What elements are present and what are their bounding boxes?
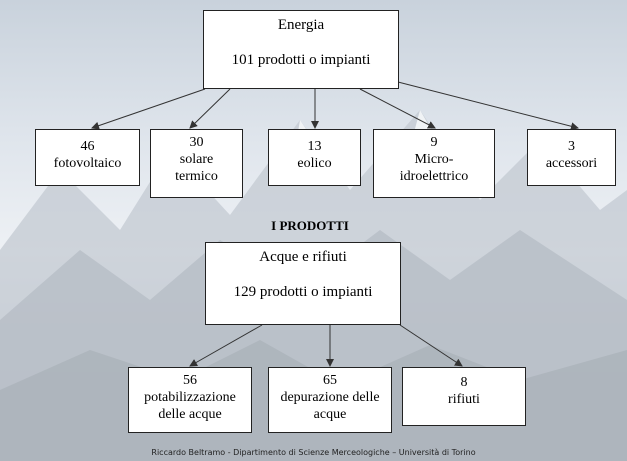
child-label: idroelettrico: [399, 169, 469, 184]
child-label: rifiuti: [448, 392, 480, 407]
section-title: I PRODOTTI: [271, 218, 349, 233]
child-count: 8: [460, 375, 468, 390]
child-count: 30: [189, 135, 204, 150]
child-label: delle acque: [158, 407, 222, 422]
child-count: 56: [183, 373, 197, 388]
child-count: 3: [568, 139, 575, 154]
child-label: potabilizzazione: [144, 390, 236, 405]
energy-title: Energia: [277, 17, 325, 33]
water-count: 129 prodotti o impianti: [233, 284, 373, 300]
water-child-potabilizzazione: 56 potabilizzazione delle acque: [128, 367, 252, 433]
child-count: 9: [430, 135, 438, 150]
energy-child-accessori: 3 accessori: [527, 129, 616, 186]
child-label: accessori: [545, 156, 598, 171]
child-label: eolico: [297, 156, 332, 171]
energy-count: 101 prodotti o impianti: [231, 52, 371, 68]
energy-child-eolico: 13 eolico: [268, 129, 361, 186]
child-label: Micro-: [414, 152, 454, 167]
footer-credit: Riccardo Beltramo - Dipartimento di Scie…: [151, 448, 476, 457]
energy-child-solare-termico: 30 solare termico: [150, 129, 243, 198]
child-count: 46: [80, 139, 95, 154]
water-child-depurazione: 65 depurazione delle acque: [268, 367, 392, 433]
child-count: 13: [307, 139, 322, 154]
child-label: solare: [179, 152, 214, 167]
water-root-box: Acque e rifiuti 129 prodotti o impianti: [205, 242, 401, 325]
child-count: 65: [323, 373, 337, 388]
water-title: Acque e rifiuti: [259, 249, 347, 265]
child-label: fotovoltaico: [53, 156, 122, 171]
energy-root-box: Energia 101 prodotti o impianti: [203, 10, 399, 89]
energy-child-micro-idroelettrico: 9 Micro- idroelettrico: [373, 129, 495, 198]
child-label: depurazione delle: [280, 390, 380, 405]
child-label: termico: [175, 169, 218, 184]
energy-child-fotovoltaico: 46 fotovoltaico: [35, 129, 140, 186]
child-label: acque: [313, 407, 347, 422]
water-child-rifiuti: 8 rifiuti: [402, 367, 526, 426]
